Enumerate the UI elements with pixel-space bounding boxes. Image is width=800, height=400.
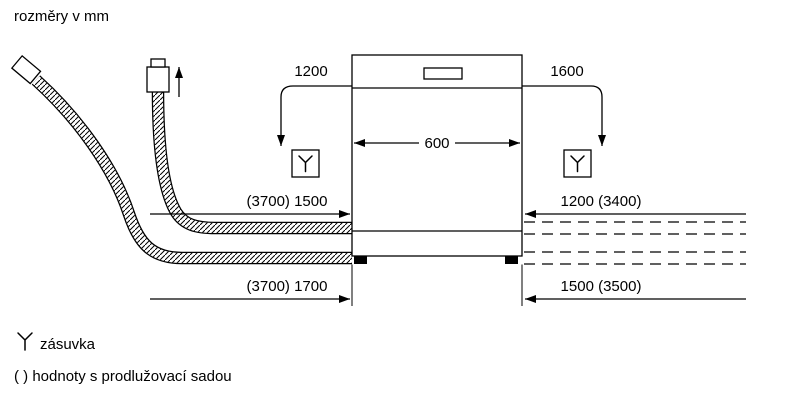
dim-width-label: 600 <box>424 135 449 152</box>
drain-hose <box>31 75 352 265</box>
page-title: rozměry v mm <box>14 8 109 25</box>
socket-symbol-left <box>298 155 313 173</box>
extension-hose-dashed-lines <box>524 221 746 265</box>
drain-hose-connector <box>10 54 42 85</box>
legend-note: ( ) hodnoty s prodlužovací sadou <box>14 368 232 385</box>
dim-hose-left-bottom-label: (3700) 1700 <box>247 278 328 295</box>
appliance-display <box>423 67 463 80</box>
dim-hose-right-top-label: 1200 (3400) <box>561 193 642 210</box>
dimension-hose-right-top: 1200 (3400) <box>525 193 746 218</box>
appliance-foot-left <box>354 256 367 264</box>
dim-cable-right-label: 1600 <box>550 63 583 80</box>
inlet-valve <box>146 58 170 93</box>
dimension-width: 600 <box>354 135 520 152</box>
power-cord-left: 1200 <box>277 63 352 178</box>
inlet-hose <box>151 91 352 235</box>
dim-hose-left-top-label: (3700) 1500 <box>247 193 328 210</box>
appliance-outline <box>351 54 523 257</box>
dimension-hose-right-bottom: 1500 (3500) <box>525 278 746 303</box>
dim-cable-left-label: 1200 <box>294 63 327 80</box>
power-cord-right: 1600 <box>522 63 606 178</box>
legend: zásuvka ( ) hodnoty s prodlužovací sadou <box>14 332 232 385</box>
dimension-hose-left-bottom: (3700) 1700 <box>150 278 350 303</box>
appliance-foot-right <box>505 256 518 264</box>
dimension-hose-left-top: (3700) 1500 <box>150 193 350 218</box>
socket-symbol-right <box>570 155 585 173</box>
legend-socket-label: zásuvka <box>40 336 96 353</box>
dim-hose-right-bottom-label: 1500 (3500) <box>561 278 642 295</box>
socket-legend-icon <box>17 332 33 351</box>
appliance <box>351 54 523 264</box>
